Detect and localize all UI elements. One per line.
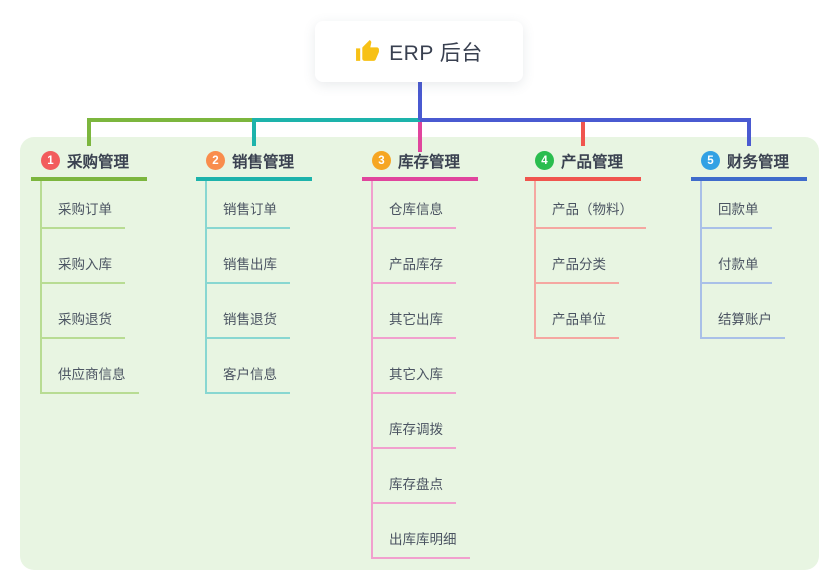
branch-item[interactable]: 产品（物料）	[536, 181, 646, 229]
branch-item-label: 库存盘点	[373, 473, 456, 504]
branch-item-label: 结算账户	[702, 308, 785, 339]
branch-item-label: 出库库明细	[373, 528, 470, 559]
thumbs-up-icon	[356, 40, 380, 61]
root-node-label: ERP 后台	[389, 41, 483, 65]
branch-item-label: 其它入库	[373, 363, 456, 394]
branch-item[interactable]: 销售出库	[207, 229, 290, 284]
branch-item-label: 库存调拨	[373, 418, 456, 449]
branch: 4 产品管理 产品（物料） 产品分类 产品单位	[525, 149, 646, 339]
branch-title-label: 库存管理	[398, 153, 461, 171]
root-node[interactable]: ERP 后台	[315, 21, 523, 82]
branch-item-label: 采购订单	[42, 198, 125, 229]
branch-item-list: 销售订单 销售出库 销售退货 客户信息	[205, 181, 290, 394]
branch-item[interactable]: 供应商信息	[42, 339, 139, 394]
branch-item-label: 产品单位	[536, 308, 619, 339]
branch-item[interactable]: 结算账户	[702, 284, 785, 339]
branch-title-node[interactable]: 2 销售管理	[196, 149, 312, 181]
branch-item[interactable]: 仓库信息	[373, 181, 470, 229]
branch-item[interactable]: 产品分类	[536, 229, 646, 284]
branch-item-label: 采购入库	[42, 253, 125, 284]
branch-item[interactable]: 采购订单	[42, 181, 139, 229]
branch: 2 销售管理 销售订单 销售出库 销售退货 客户信息	[196, 149, 312, 394]
branch-item-label: 客户信息	[207, 363, 290, 394]
branch-title-node[interactable]: 1 采购管理	[31, 149, 147, 181]
branch-item[interactable]: 采购入库	[42, 229, 139, 284]
branch: 5 财务管理 回款单 付款单 结算账户	[691, 149, 807, 339]
branch-item[interactable]: 付款单	[702, 229, 785, 284]
branch-item[interactable]: 产品库存	[373, 229, 470, 284]
branch: 1 采购管理 采购订单 采购入库 采购退货 供应商信息	[31, 149, 147, 394]
branch-item[interactable]: 其它出库	[373, 284, 470, 339]
branch-item-label: 销售订单	[207, 198, 290, 229]
branch-number-badge: 5	[701, 151, 720, 170]
branch-title-node[interactable]: 5 财务管理	[691, 149, 807, 181]
branch-item[interactable]: 回款单	[702, 181, 785, 229]
branch-title-label: 销售管理	[232, 153, 295, 171]
branch-item-label: 产品（物料）	[536, 198, 646, 229]
background-panel	[20, 137, 819, 570]
branch-item-label: 供应商信息	[42, 363, 139, 394]
branch-item-label: 采购退货	[42, 308, 125, 339]
branch-item-label: 产品分类	[536, 253, 619, 284]
branch-item[interactable]: 产品单位	[536, 284, 646, 339]
branch-number-badge: 3	[372, 151, 391, 170]
branch-item[interactable]: 出库库明细	[373, 504, 470, 559]
branch-item-list: 产品（物料） 产品分类 产品单位	[534, 181, 646, 339]
branch-number-badge: 1	[41, 151, 60, 170]
branch-item-label: 付款单	[702, 253, 772, 284]
branch-number-badge: 2	[206, 151, 225, 170]
branch-title-node[interactable]: 4 产品管理	[525, 149, 641, 181]
branch-item[interactable]: 采购退货	[42, 284, 139, 339]
branch-item-list: 采购订单 采购入库 采购退货 供应商信息	[40, 181, 139, 394]
branch-item-label: 产品库存	[373, 253, 456, 284]
branch-item-label: 回款单	[702, 198, 772, 229]
branch: 3 库存管理 仓库信息 产品库存 其它出库 其它入库 库存调拨 库存盘点 出库库…	[362, 149, 478, 559]
branch-item-label: 其它出库	[373, 308, 456, 339]
branch-item[interactable]: 销售订单	[207, 181, 290, 229]
branch-number-badge: 4	[535, 151, 554, 170]
branch-item-label: 销售退货	[207, 308, 290, 339]
branch-title-label: 产品管理	[561, 153, 624, 171]
branch-item-list: 回款单 付款单 结算账户	[700, 181, 785, 339]
branch-item-label: 仓库信息	[373, 198, 456, 229]
branch-item[interactable]: 库存盘点	[373, 449, 470, 504]
branch-item[interactable]: 销售退货	[207, 284, 290, 339]
branch-item-list: 仓库信息 产品库存 其它出库 其它入库 库存调拨 库存盘点 出库库明细	[371, 181, 470, 559]
branch-title-node[interactable]: 3 库存管理	[362, 149, 478, 181]
branch-title-label: 财务管理	[727, 153, 790, 171]
branch-item[interactable]: 客户信息	[207, 339, 290, 394]
branch-item[interactable]: 其它入库	[373, 339, 470, 394]
branch-item-label: 销售出库	[207, 253, 290, 284]
branch-item[interactable]: 库存调拨	[373, 394, 470, 449]
branch-title-label: 采购管理	[67, 153, 130, 171]
